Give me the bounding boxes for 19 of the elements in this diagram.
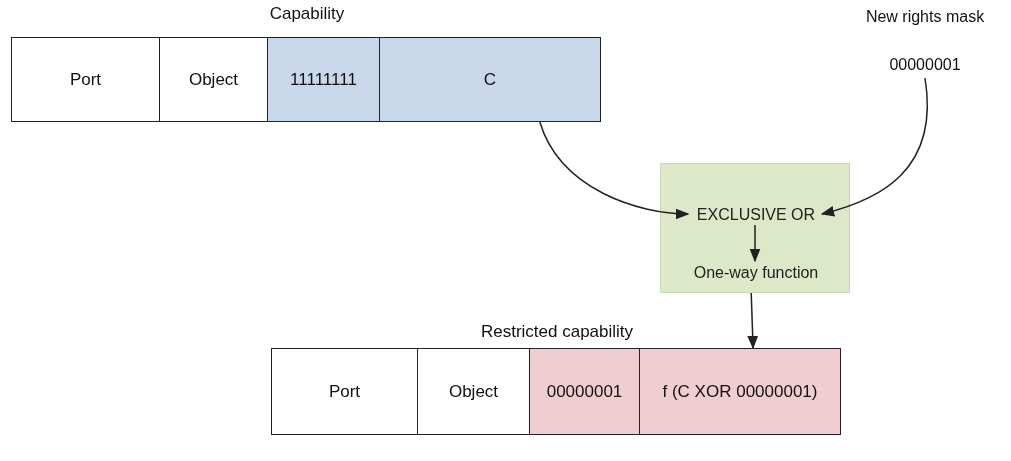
arrow xyxy=(747,292,759,350)
record-title: Restricted capability xyxy=(480,322,634,341)
arrow xyxy=(820,77,928,217)
mask-title: New rights mask xyxy=(865,8,985,26)
function-panel xyxy=(660,163,850,293)
record-field: f (C XOR 00000001) xyxy=(639,348,841,435)
record-title: Capability xyxy=(269,4,345,23)
record-field: 11111111 xyxy=(267,37,380,122)
record-field: Port xyxy=(11,37,160,122)
mask-value: 00000001 xyxy=(889,56,961,74)
record-field: 00000001 xyxy=(529,348,640,435)
record-field: Object xyxy=(417,348,530,435)
arrow xyxy=(749,224,761,263)
operation-label: One-way function xyxy=(683,262,829,284)
operation-label: EXCLUSIVE OR xyxy=(689,204,823,226)
record-field: C xyxy=(379,37,601,122)
record-field: Port xyxy=(271,348,418,435)
record-field: Object xyxy=(159,37,268,122)
arrow xyxy=(539,121,690,219)
